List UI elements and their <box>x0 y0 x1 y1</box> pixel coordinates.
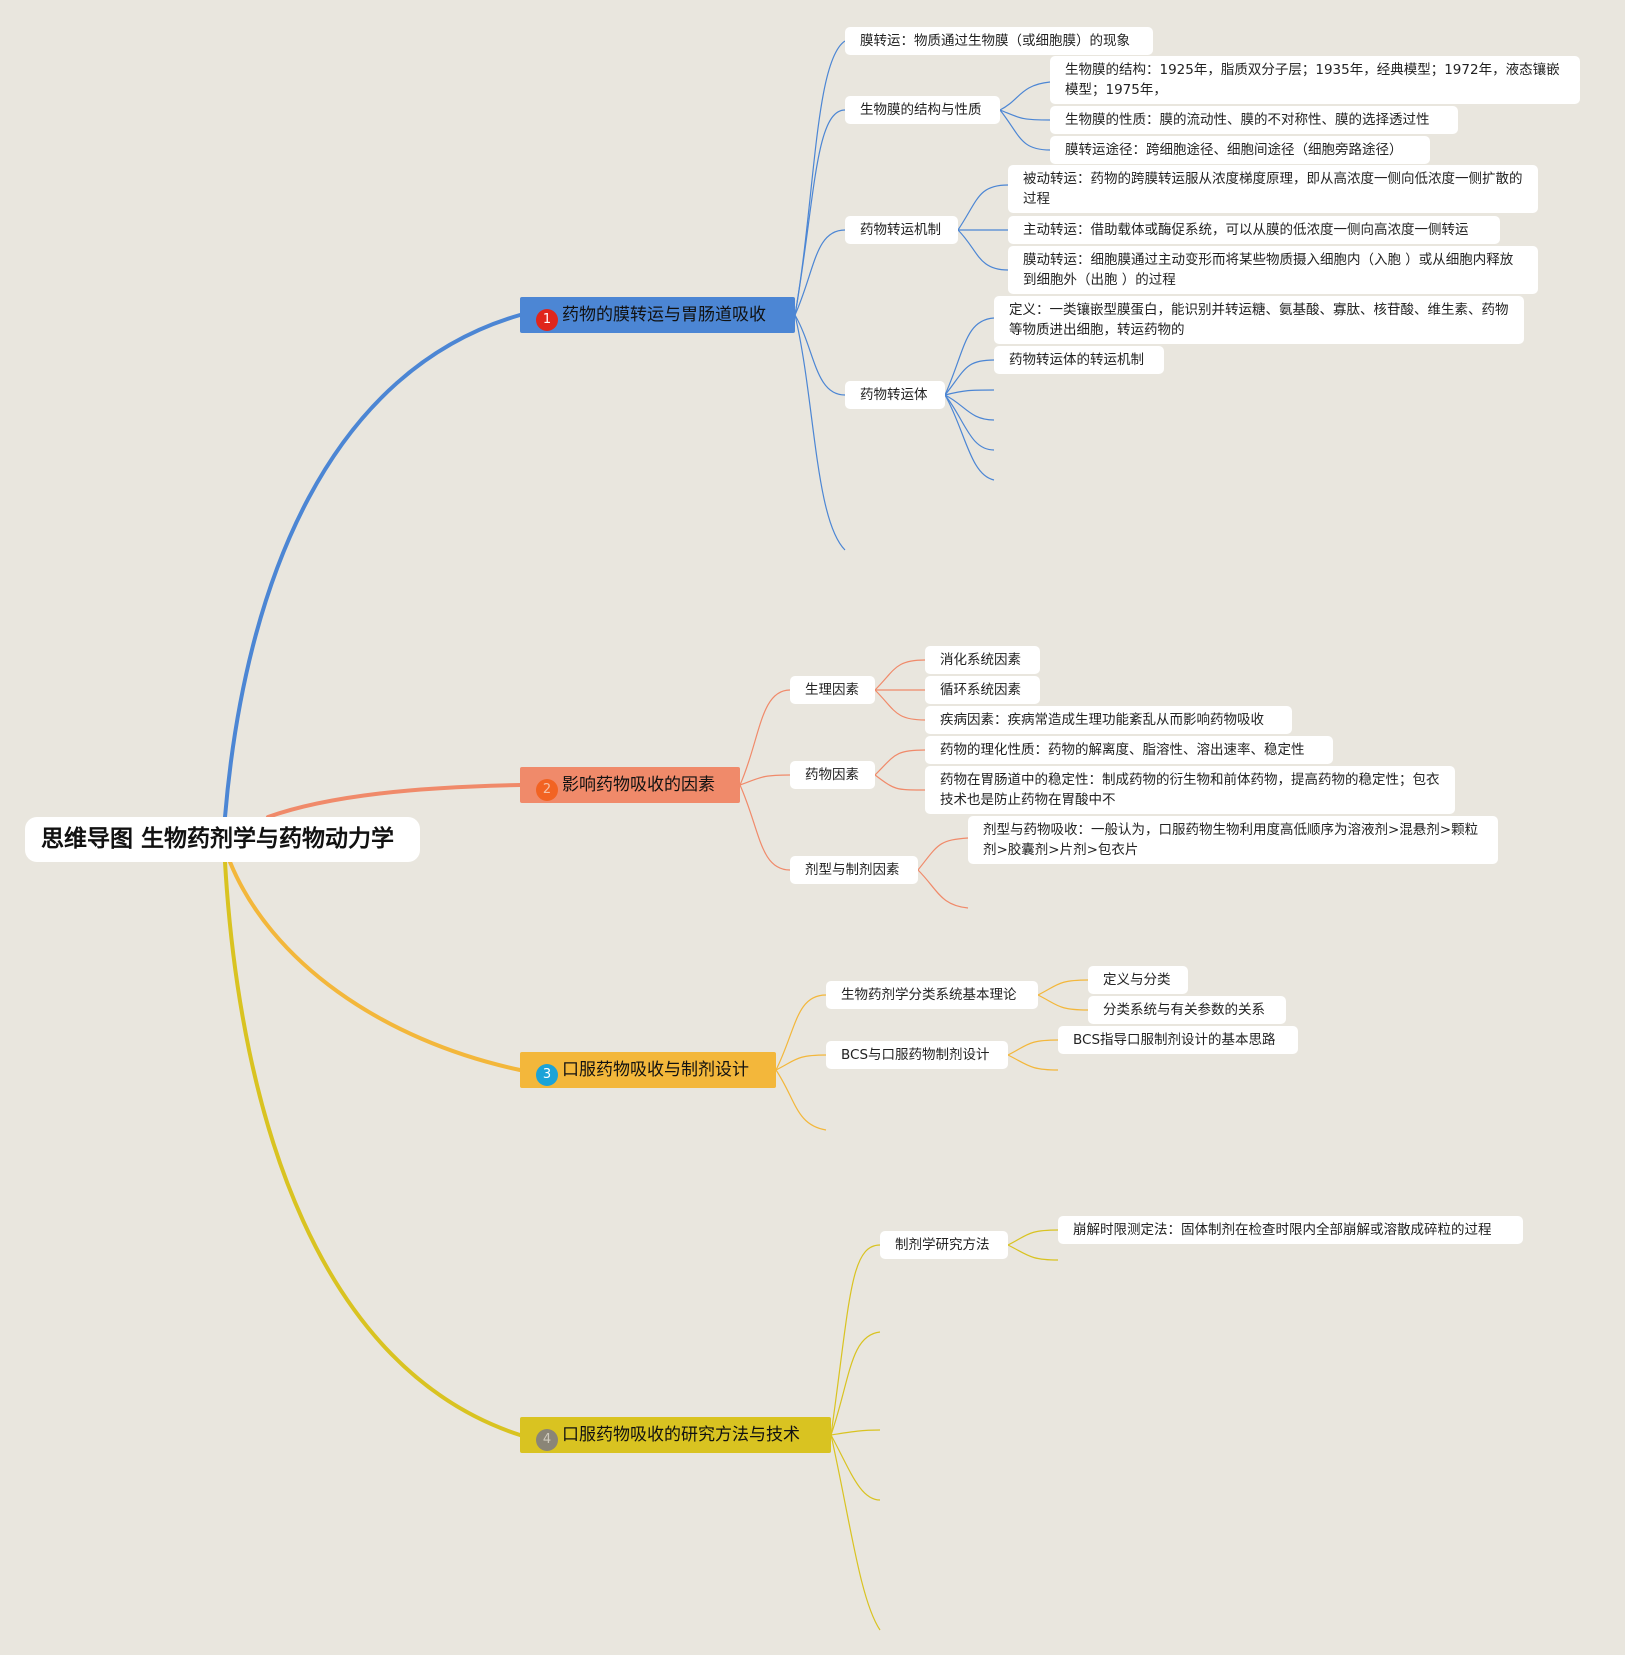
leaf-transporter-definition[interactable]: 定义：一类镶嵌型膜蛋白，能识别并转运糖、氨基酸、寡肽、核苷酸、维生素、药物等物质… <box>994 296 1524 344</box>
branch-2-label: 影响药物吸收的因素 <box>562 775 715 795</box>
topic-bcs-formulation-design[interactable]: BCS与口服药物制剂设计 <box>826 1041 1008 1069</box>
number-1-icon: 1 <box>536 309 558 331</box>
branch-4-label: 口服药物吸收的研究方法与技术 <box>562 1425 800 1445</box>
number-2-icon: 2 <box>536 779 558 801</box>
leaf-bcs-design-approach[interactable]: BCS指导口服制剂设计的基本思路 <box>1058 1026 1298 1054</box>
topic-drug-factors[interactable]: 药物因素 <box>790 761 875 789</box>
leaf-digestive-factors[interactable]: 消化系统因素 <box>925 646 1040 674</box>
leaf-transport-routes[interactable]: 膜转运途径：跨细胞途径、细胞间途径（细胞旁路途径） <box>1050 136 1430 164</box>
topic-membrane-transport[interactable]: 膜转运：物质通过生物膜（或细胞膜）的现象 <box>845 27 1153 55</box>
root-topic[interactable]: 思维导图 生物药剂学与药物动力学 <box>25 817 420 862</box>
leaf-transporter-mechanism[interactable]: 药物转运体的转运机制 <box>994 346 1164 374</box>
leaf-passive-transport[interactable]: 被动转运：药物的跨膜转运服从浓度梯度原理，即从高浓度一侧向低浓度一侧扩散的过程 <box>1008 165 1538 213</box>
link-root-branch2 <box>266 783 522 819</box>
number-4-icon: 4 <box>536 1429 558 1451</box>
leaf-biomembrane-structure[interactable]: 生物膜的结构：1925年，脂质双分子层；1935年，经典模型；1972年，液态镶… <box>1050 56 1580 104</box>
topic-bcs-theory[interactable]: 生物药剂学分类系统基本理论 <box>826 981 1038 1009</box>
leaf-classification-parameters[interactable]: 分类系统与有关参数的关系 <box>1088 996 1286 1024</box>
topic-dosage-form-factors[interactable]: 剂型与制剂因素 <box>790 856 918 884</box>
leaf-membrane-moving-transport[interactable]: 膜动转运：细胞膜通过主动变形而将某些物质摄入细胞内（入胞 ）或从细胞内释放到细胞… <box>1008 246 1538 294</box>
leaf-circulatory-factors[interactable]: 循环系统因素 <box>925 676 1040 704</box>
leaf-disease-factors[interactable]: 疾病因素：疾病常造成生理功能紊乱从而影响药物吸收 <box>925 706 1292 734</box>
leaf-active-transport[interactable]: 主动转运：借助载体或酶促系统，可以从膜的低浓度一侧向高浓度一侧转运 <box>1008 216 1500 244</box>
link-root-branch4 <box>223 860 522 1437</box>
topic-physiological-factors[interactable]: 生理因素 <box>790 676 875 704</box>
leaf-definition-classification[interactable]: 定义与分类 <box>1088 966 1188 994</box>
link-root-branch1 <box>223 313 522 819</box>
topic-transport-mechanism[interactable]: 药物转运机制 <box>845 216 958 244</box>
leaf-biomembrane-properties[interactable]: 生物膜的性质：膜的流动性、膜的不对称性、膜的选择透过性 <box>1050 106 1458 134</box>
number-3-icon: 3 <box>536 1064 558 1086</box>
leaf-disintegration-test[interactable]: 崩解时限测定法：固体制剂在检查时限内全部崩解或溶散成碎粒的过程 <box>1058 1216 1523 1244</box>
topic-biomembrane-structure[interactable]: 生物膜的结构与性质 <box>845 96 1000 124</box>
topic-drug-transporter[interactable]: 药物转运体 <box>845 381 945 409</box>
link-root-branch3 <box>228 860 522 1072</box>
branch-3-label: 口服药物吸收与制剂设计 <box>562 1060 749 1080</box>
leaf-physicochemical-properties[interactable]: 药物的理化性质：药物的解离度、脂溶性、溶出速率、稳定性 <box>925 736 1333 764</box>
branch-1-label: 药物的膜转运与胃肠道吸收 <box>562 305 766 325</box>
leaf-gi-stability[interactable]: 药物在胃肠道中的稳定性：制成药物的衍生物和前体药物，提高药物的稳定性；包衣技术也… <box>925 766 1455 814</box>
leaf-dosage-form-absorption[interactable]: 剂型与药物吸收：一般认为，口服药物生物利用度高低顺序为溶液剂>混悬剂>颗粒剂>胶… <box>968 816 1498 864</box>
topic-formulation-research-methods[interactable]: 制剂学研究方法 <box>880 1231 1008 1259</box>
